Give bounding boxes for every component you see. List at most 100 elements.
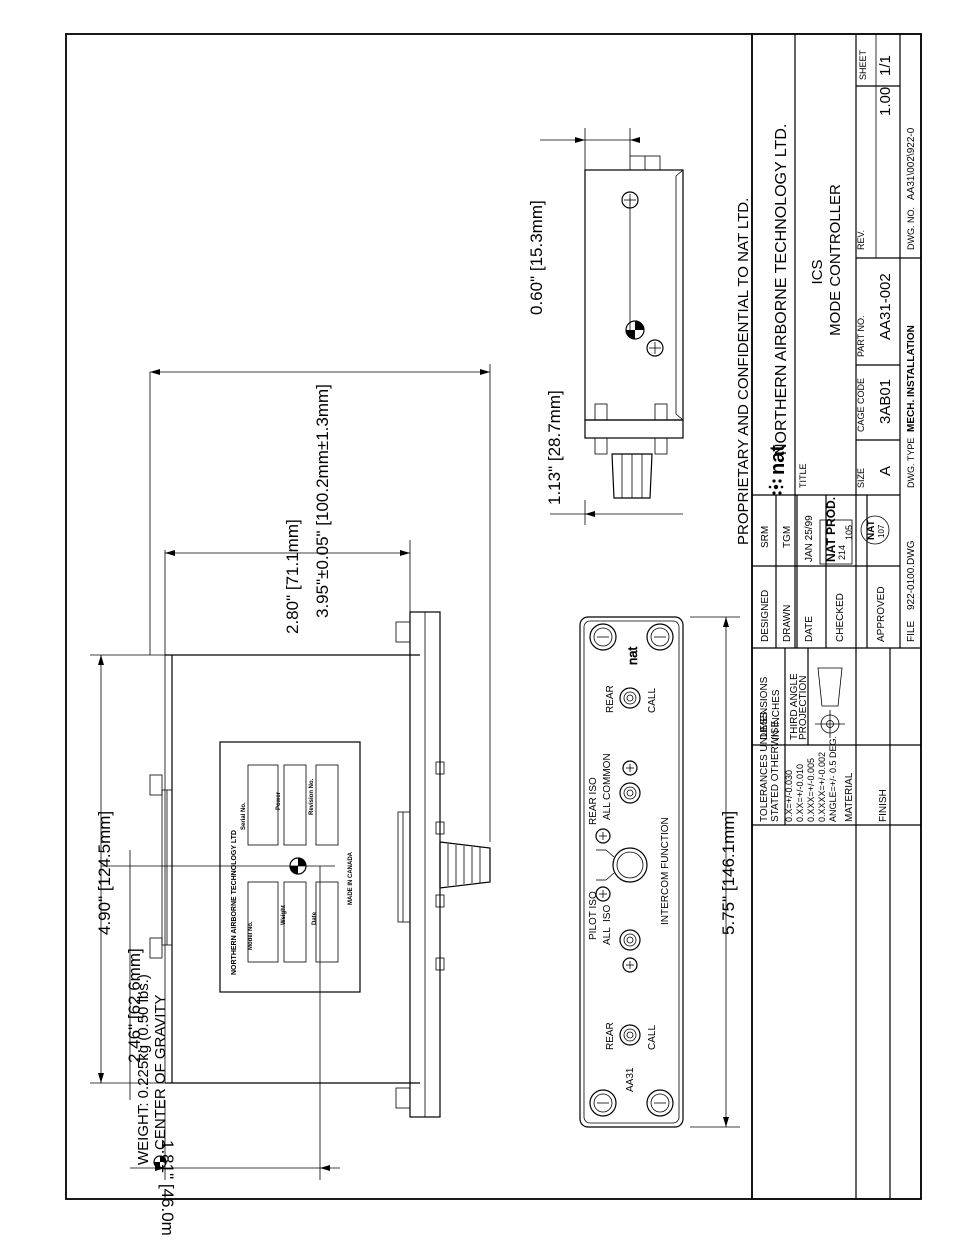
- svg-text:214: 214: [837, 545, 847, 560]
- panel-model: AA31: [625, 1067, 636, 1092]
- rear-call-left-button[interactable]: [619, 1024, 641, 1046]
- projection-label-1: THIRD ANGLE: [789, 673, 800, 740]
- all-common-label-2: COMMON: [602, 753, 613, 800]
- nat-star-icon: [768, 479, 784, 495]
- label-field-power: Power: [276, 791, 282, 810]
- svg-text:0.60" [15.3mm]: 0.60" [15.3mm]: [527, 200, 546, 315]
- rear-connector: [149, 774, 173, 959]
- rear-call-left-label-1: REAR: [605, 1022, 616, 1050]
- side-cg-icon: [625, 320, 645, 340]
- all-common-indicator-icon: [622, 760, 638, 776]
- logo-text: nat: [767, 445, 789, 475]
- rev-label: REV.: [856, 230, 866, 250]
- tolerance-6: 0.XXXX=+/-0.002: [817, 752, 827, 822]
- svg-text:2.46" [62.6mm]: 2.46" [62.6mm]: [125, 948, 144, 1063]
- cg-note: CENTER OF GRAVITY: [152, 994, 169, 1150]
- approved-stamp: NAT 107: [860, 515, 890, 545]
- size-value: A: [877, 466, 894, 476]
- dwg-no-value: AA31\002\922-0: [906, 127, 917, 200]
- proprietary-notice: PROPRIETARY AND CONFIDENTIAL TO NAT LTD.: [735, 198, 752, 545]
- checked-stamp: NAT PROD. 214 105: [819, 497, 854, 565]
- svg-text:1.81" [46.0mm]: 1.81" [46.0mm]: [158, 1140, 177, 1235]
- all-common-label: ALL: [602, 802, 613, 820]
- tolerance-3: 0.X=+/-0.030: [784, 770, 794, 822]
- title-line2: MODE CONTROLLER: [827, 184, 844, 336]
- dwg-type-value: MECH. INSTALLATION: [906, 325, 917, 432]
- designed-value: SRM: [760, 526, 771, 548]
- part-label: PART NO.: [856, 315, 866, 357]
- approved-label: APPROVED: [876, 586, 887, 642]
- mode-selector-knob[interactable]: [595, 828, 648, 902]
- tolerance-2: STATED OTHERWISE: [770, 721, 781, 822]
- rear-call-left-label-2: CALL: [647, 1025, 658, 1050]
- title-block: PROPRIETARY AND CONFIDENTIAL TO NAT LTD.…: [735, 33, 922, 1200]
- dimension-depth-body: 2.80" [71.1mm]: [164, 519, 411, 655]
- label-field-date: Date: [312, 911, 318, 925]
- rev-value: 1.00: [877, 87, 894, 116]
- top-view: NORTHERN AIRBORNE TECHNOLOGY LTD Model N…: [101, 611, 491, 1180]
- size-label: SIZE: [856, 468, 866, 488]
- rear-call-right-button[interactable]: [619, 687, 641, 709]
- tolerance-5: 0.XXX=+/-0.005: [806, 758, 816, 822]
- corner-screw-icon: [589, 623, 674, 1117]
- cage-label: CAGE CODE: [856, 378, 866, 432]
- side-view: [584, 155, 684, 499]
- tolerance-1: TOLERANCES UNLESS: [759, 711, 770, 822]
- title-line1: ICS: [809, 259, 826, 284]
- file-label: FILE: [906, 621, 917, 642]
- dwg-type-label: DWG. TYPE: [906, 438, 916, 488]
- rear-call-right-label-1: REAR: [605, 685, 616, 713]
- pilot-iso-label: PILOT ISO: [588, 891, 599, 940]
- svg-text:4.90" [124.5mm]: 4.90" [124.5mm]: [95, 811, 114, 935]
- panel-logo: nat: [625, 647, 640, 665]
- label-made-in: MADE IN CANADA: [348, 851, 354, 905]
- dimension-width-front: 5.75" [146.1mm]: [690, 616, 740, 1128]
- drawn-value: TGM: [782, 526, 793, 548]
- side-screw-icon: [621, 191, 664, 357]
- designed-label: DESIGNED: [760, 590, 771, 642]
- dwg-no-label: DWG. NO.: [906, 207, 916, 250]
- all-iso-label: ALL: [602, 927, 613, 945]
- all-iso-button[interactable]: [619, 929, 641, 951]
- svg-text:105: 105: [844, 525, 854, 540]
- dimension-side-height: 0.60" [15.3mm]: [527, 128, 640, 315]
- dimension-side-depth: 1.13" [28.7mm]: [545, 390, 683, 525]
- rotary-knob: [439, 841, 491, 889]
- dimension-cg-offset: 2.46" [62.6mm]: [125, 850, 144, 1100]
- projection-label-2: PROJECTION: [798, 676, 809, 740]
- third-angle-projection-icon: [815, 667, 845, 738]
- drawn-label: DRAWN: [782, 605, 793, 642]
- all-common-button[interactable]: [619, 782, 641, 804]
- svg-text:NAT PROD.: NAT PROD.: [824, 497, 838, 562]
- rear-call-right-label-2: CALL: [647, 688, 658, 713]
- svg-text:1.13" [28.7mm]: 1.13" [28.7mm]: [545, 390, 564, 505]
- tolerance-4: 0.XX=+/-0.010: [795, 764, 805, 822]
- sheet-label: SHEET: [858, 49, 868, 80]
- cg-legend-icon: [153, 1155, 167, 1169]
- svg-text:2.80" [71.1mm]: 2.80" [71.1mm]: [283, 519, 302, 634]
- label-plate-company: NORTHERN AIRBORNE TECHNOLOGY LTD: [231, 830, 238, 975]
- weight-note: WEIGHT: 0.225kg (0.50 lbs.): [135, 974, 152, 1165]
- tolerance-7: ANGLE=+/- 0.5 DEG.: [828, 736, 838, 822]
- checked-label: CHECKED: [835, 593, 846, 642]
- nat-logo: nat: [767, 445, 789, 495]
- front-panel-view: AA31 REAR CALL PILOT ISO ALL ISO REAR I: [579, 616, 684, 1128]
- label-field-model: Model No.: [248, 921, 254, 950]
- dimension-height-total: 4.90" [124.5mm]: [90, 654, 165, 1084]
- dimension-depth-total: 3.95"±0.05" [100.2mm±1.3mm]: [149, 364, 491, 842]
- svg-text:NAT: NAT: [866, 520, 877, 540]
- svg-text:107: 107: [877, 524, 886, 538]
- part-value: AA31-002: [877, 273, 894, 340]
- label-field-revision: Revision No.: [309, 778, 315, 815]
- dimensions-label-2: IN INCHES: [771, 689, 782, 740]
- intercom-function-label: INTERCOM FUNCTION: [660, 817, 671, 925]
- material-label: MATERIAL: [844, 772, 855, 822]
- finish-label: FINISH: [878, 789, 889, 822]
- label-plate: NORTHERN AIRBORNE TECHNOLOGY LTD Model N…: [219, 741, 361, 993]
- date-label: DATE: [804, 616, 815, 642]
- rear-iso-label: REAR ISO: [588, 777, 599, 825]
- svg-text:3.95"±0.05" [100.2mm±1.3mm]: 3.95"±0.05" [100.2mm±1.3mm]: [313, 384, 332, 618]
- svg-text:5.75" [146.1mm]: 5.75" [146.1mm]: [719, 811, 738, 935]
- file-value: 922-0100.DWG: [906, 540, 917, 610]
